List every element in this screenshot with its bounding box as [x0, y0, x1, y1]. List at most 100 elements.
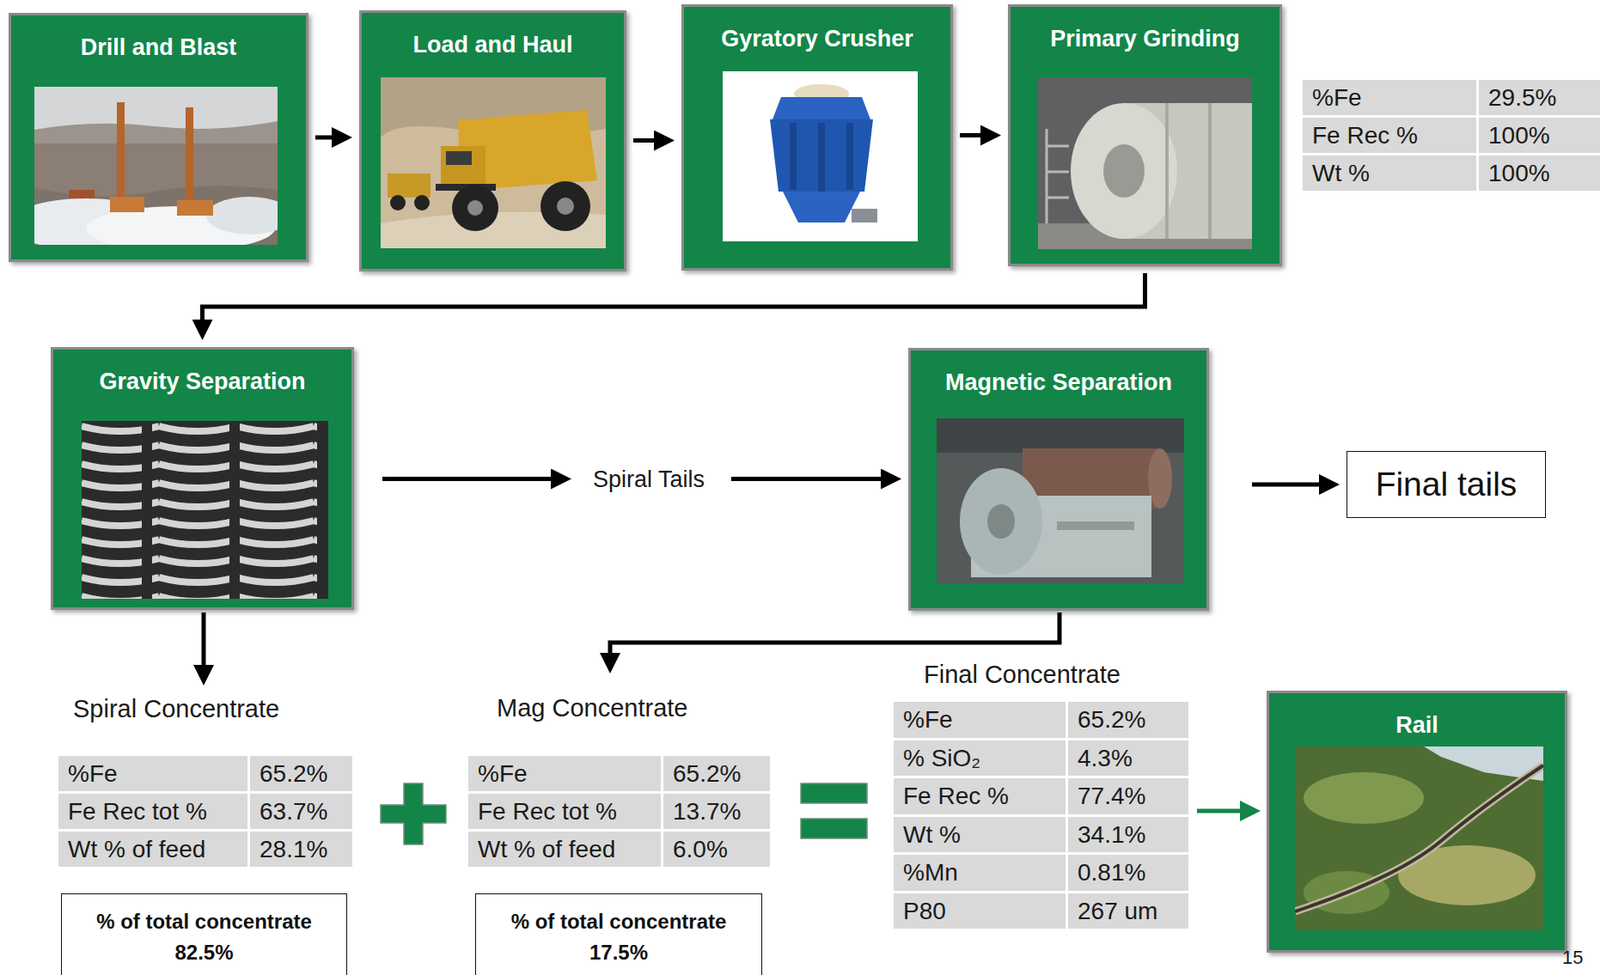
magnetic-separator-photo-part [959, 468, 1043, 575]
box-title: % of total concentrate [96, 906, 312, 938]
box-title: Gravity Separation [98, 366, 306, 397]
haul-truck-photo-part [467, 200, 483, 216]
mill-photo-part [1046, 128, 1069, 224]
blast-photo-part [109, 196, 145, 213]
connector [731, 476, 892, 482]
connector [315, 135, 342, 141]
box-title: Load and Haul [412, 30, 573, 60]
note-box: % of total concentrate17.5% [475, 893, 763, 975]
haul-truck-photo-part [387, 173, 431, 198]
table-cell: 0.81% [1068, 854, 1191, 894]
rail-photo-part [1294, 746, 1544, 931]
box-title: Final tails [1375, 464, 1518, 505]
output-box: Final tails [1346, 451, 1546, 519]
equals-sign [800, 818, 868, 839]
box-title: Drill and Blast [80, 32, 238, 62]
process-box: Primary Grinding [1007, 4, 1283, 267]
blast-photo-part [34, 121, 278, 144]
table-cell: Fe Rec tot % [468, 793, 664, 832]
mill-photo-part [1038, 77, 1252, 250]
equals-sign [800, 783, 868, 804]
plus-sign [380, 783, 446, 845]
table-cell: %Fe [58, 756, 251, 794]
text-label: Final Concentrate [923, 659, 1121, 690]
spirals-photo-part [81, 421, 329, 599]
haul-truck-photo-part [445, 151, 472, 165]
table-cell: Wt % of feed [468, 831, 664, 870]
box-text: 82.5% [174, 937, 233, 969]
blast-photo-part [177, 200, 214, 216]
crusher-picture-part [851, 208, 878, 223]
haul-truck-photo-part [440, 146, 486, 186]
table-cell: % SiO₂ [893, 740, 1069, 780]
table-cell: %Mn [893, 854, 1069, 894]
magnetic-separator-photo [936, 418, 1185, 584]
table-cell: 100% [1478, 117, 1600, 156]
connector [202, 273, 1146, 330]
spirals-photo-part [239, 421, 318, 599]
table-cell: Wt % [893, 817, 1069, 856]
leader-arrow [201, 612, 207, 676]
table-cell: Wt % [1302, 155, 1479, 194]
note-box: % of total concentrate82.5% [61, 893, 348, 975]
box-text: 17.5% [589, 937, 648, 969]
haul-truck-photo-part [380, 77, 606, 249]
process-box: Gyratory Crusher [681, 4, 953, 271]
haul-truck-photo-part [556, 197, 575, 215]
table-cell: 77.4% [1068, 778, 1191, 818]
rail-photo-part [1294, 765, 1544, 912]
magnetic-separator-photo-part [1056, 521, 1135, 531]
table-cell: Fe Rec % [1302, 117, 1479, 156]
table-cell: 4.3% [1068, 740, 1191, 780]
leader-arrow [610, 612, 1060, 664]
haul-truck-photo-part [390, 195, 406, 211]
table-cell: Fe Rec % [893, 778, 1069, 818]
crusher-picture-part [772, 97, 871, 120]
rail-photo-part [1294, 765, 1544, 912]
blast-photo [34, 86, 278, 245]
spirals-photo [81, 421, 329, 599]
crusher-picture [722, 71, 918, 242]
blast-photo-part [185, 107, 194, 209]
table-cell: %Fe [1302, 79, 1479, 118]
connector [959, 133, 991, 138]
table-cell: 65.2% [663, 756, 773, 794]
blast-photo-part [206, 196, 278, 235]
table-cell: 65.2% [250, 756, 355, 794]
table-cell: 28.1% [250, 831, 355, 870]
box-title: Magnetic Separation [945, 367, 1173, 397]
rail-photo [1294, 746, 1544, 931]
text-label: Mag Concentrate [496, 693, 688, 723]
haul-truck-photo-part [540, 181, 591, 232]
process-box: Load and Haul [359, 10, 627, 272]
crusher-picture-part [818, 122, 825, 192]
box-title: % of total concentrate [511, 906, 727, 938]
table-cell: 267 um [1068, 893, 1191, 933]
process-box: Magnetic Separation [908, 348, 1210, 611]
green-arrow [1196, 809, 1251, 814]
mill-photo-part [1103, 144, 1145, 198]
edge-label: Spiral Tails [590, 464, 708, 495]
process-box: Gravity Separation [50, 347, 355, 611]
crusher-picture-part [769, 119, 874, 192]
table-cell: 29.5% [1478, 79, 1600, 118]
table-cell: 6.0% [663, 831, 773, 870]
crusher-picture-part [789, 122, 797, 190]
box-title: Primary Grinding [1050, 24, 1240, 54]
haul-truck-photo [380, 77, 606, 249]
magnetic-separator-photo-part [936, 418, 1185, 453]
table-cell: 63.7% [250, 793, 355, 832]
mill-photo [1038, 77, 1252, 250]
connector [382, 476, 562, 482]
box-title: Gyratory Crusher [720, 24, 914, 54]
page-number: 15 [1562, 943, 1583, 973]
process-box: Rail [1266, 690, 1568, 953]
mill-photo-part [1165, 103, 1169, 239]
blast-photo-part [116, 102, 125, 204]
spirals-photo-part [81, 421, 142, 599]
crusher-picture-part [782, 191, 861, 223]
mill-photo-part [1070, 103, 1178, 239]
magnetic-separator-photo-part [987, 504, 1015, 539]
blast-photo-part [68, 189, 95, 199]
